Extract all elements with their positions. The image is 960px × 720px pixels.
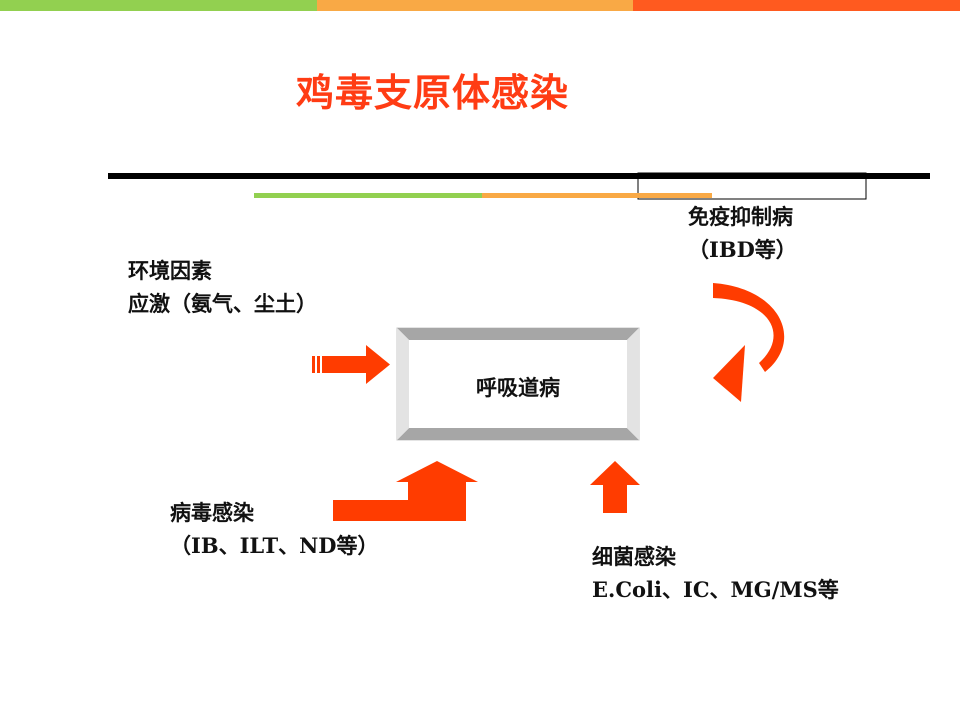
factor-bacteria-title: 细菌感染 <box>592 544 676 569</box>
factor-bacteria-detail: E.Coli、IC、MG/MS等 <box>592 577 839 602</box>
factor-immuno-title: 免疫抑制病 <box>688 204 793 229</box>
top-color-band <box>0 0 960 11</box>
factor-virus-detail: （IB、ILT、ND等） <box>170 533 379 558</box>
factor-environment-title: 环境因素 <box>128 258 212 283</box>
factor-virus-title: 病毒感染 <box>170 500 254 525</box>
band-orange <box>317 0 633 11</box>
factor-environment-detail: 应激（氨气、尘土） <box>128 291 317 316</box>
center-box <box>396 327 640 441</box>
accent-bar-orange <box>482 193 712 198</box>
band-red <box>633 0 960 11</box>
band-green <box>0 0 317 11</box>
header-rule-tab <box>637 172 867 200</box>
factor-immuno-detail: （IBD等） <box>688 237 797 262</box>
arrow-virus <box>333 461 478 521</box>
arrow-bacteria <box>590 461 640 513</box>
header-rule <box>108 173 930 179</box>
arrow-immuno <box>713 283 785 402</box>
factor-immuno: 免疫抑制病 （IBD等） <box>688 200 797 266</box>
accent-bar-green <box>254 193 482 198</box>
slide-title: 鸡毒支原体感染 <box>296 71 570 115</box>
factor-virus: 病毒感染 （IB、ILT、ND等） <box>170 496 378 562</box>
arrow-environment <box>312 345 390 384</box>
factor-bacteria: 细菌感染 E.Coli、IC、MG/MS等 <box>592 540 839 606</box>
factor-environment: 环境因素 应激（氨气、尘土） <box>128 254 317 320</box>
center-label: 呼吸道病 <box>476 375 560 400</box>
